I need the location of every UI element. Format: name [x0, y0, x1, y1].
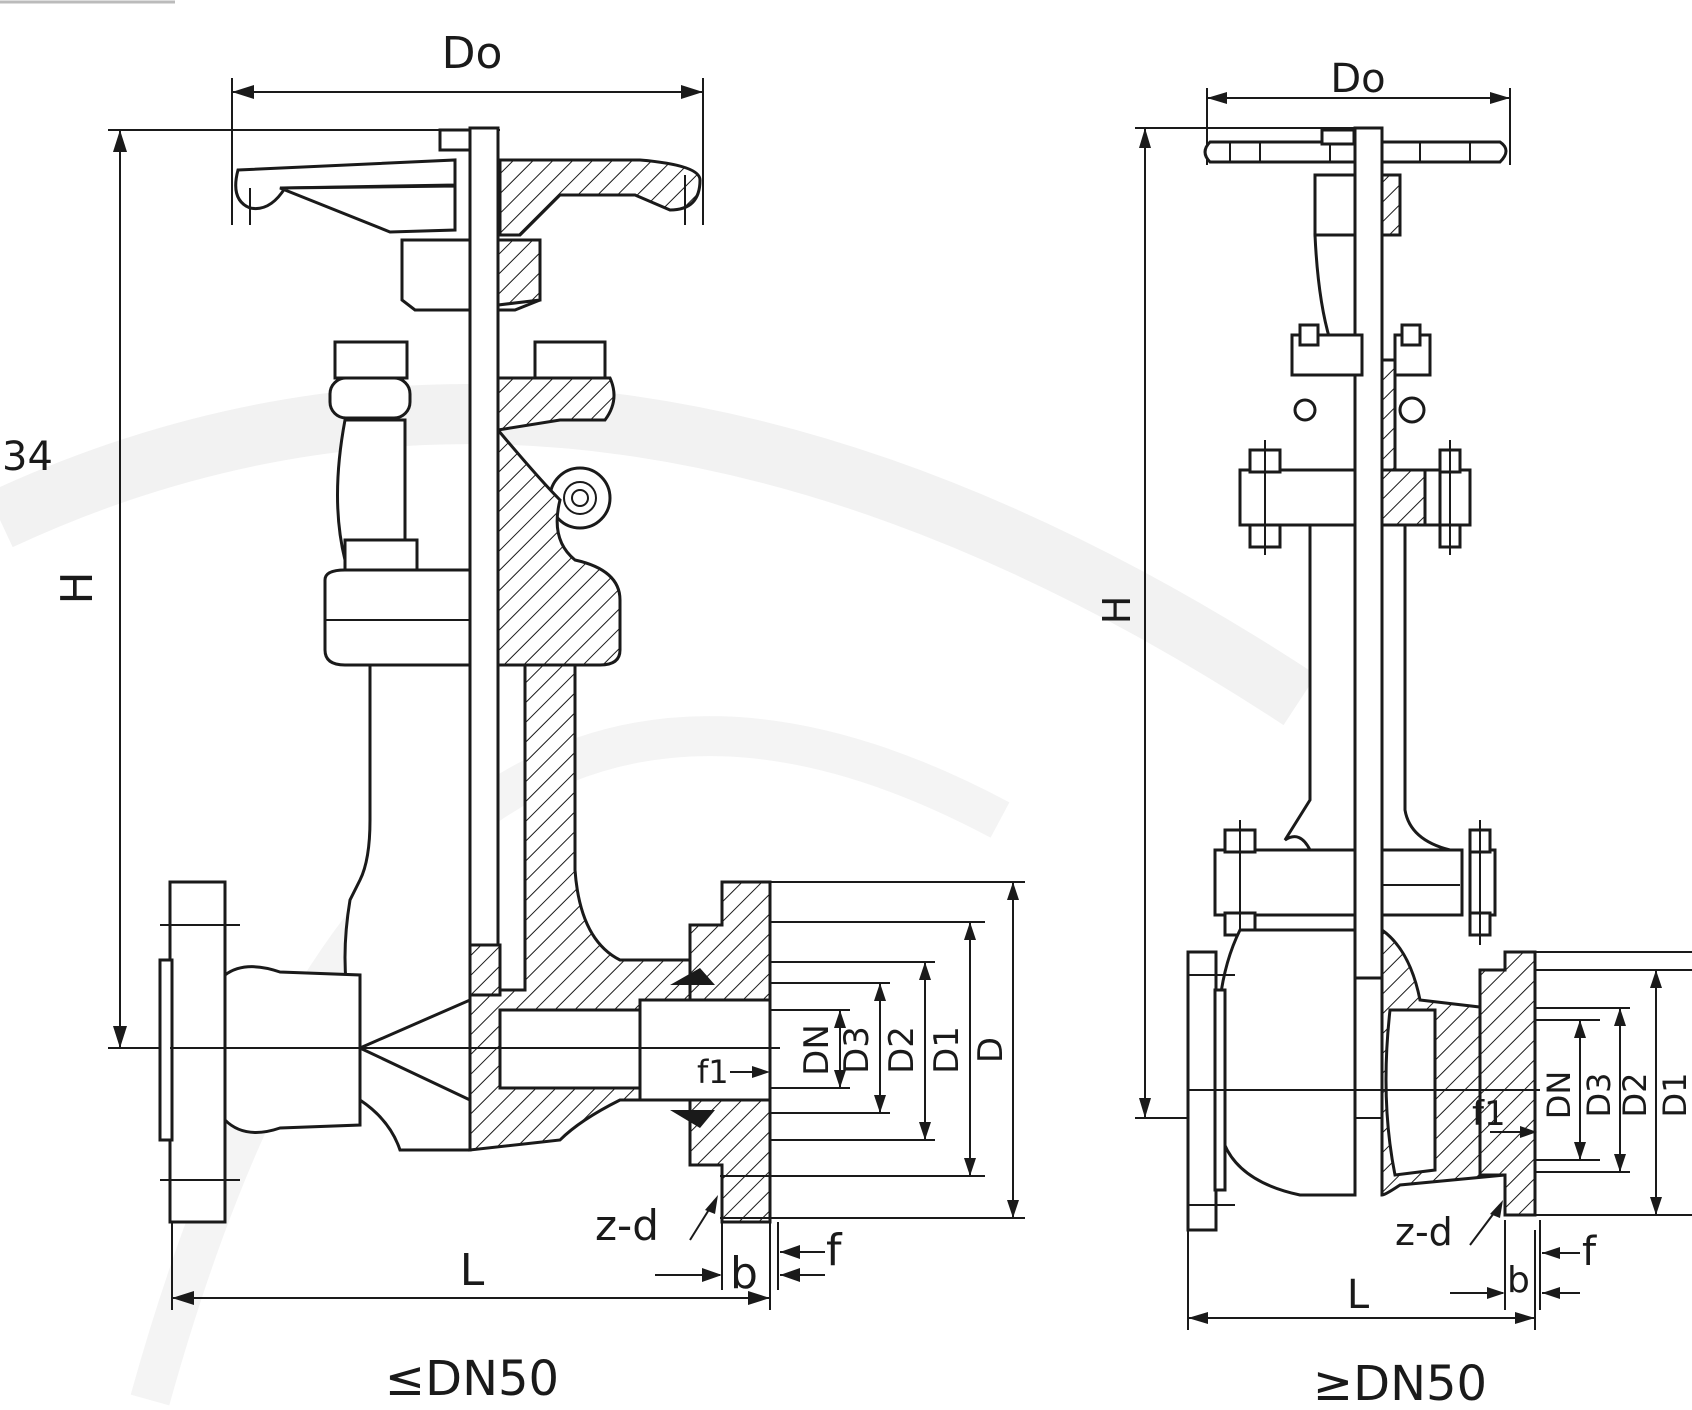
left-d3-label: D3 — [837, 1026, 877, 1074]
right-f-label: f — [1582, 1229, 1597, 1275]
right-caption: ≥DN50 — [1313, 1356, 1487, 1410]
right-f1-dimension: f1 — [1472, 1094, 1537, 1138]
edge-fragment-text: 34 — [2, 434, 53, 480]
left-do-dimension: Do — [231, 28, 704, 225]
left-handwheel — [234, 128, 702, 237]
right-b-label: b — [1507, 1260, 1530, 1301]
right-body-flange — [1213, 820, 1497, 945]
left-b-label: b — [730, 1248, 758, 1299]
left-h-label: H — [52, 571, 103, 604]
left-d1-label: D1 — [927, 1026, 967, 1074]
left-outlet-flange — [498, 880, 772, 1224]
right-yoke — [1290, 233, 1432, 472]
left-f1-label: f1 — [697, 1053, 729, 1091]
right-zd-label: z-d — [1395, 1210, 1453, 1254]
right-d1-label: D1 — [1656, 1073, 1692, 1118]
right-d3-label: D3 — [1580, 1073, 1618, 1118]
left-d2-label: D2 — [882, 1026, 922, 1074]
left-wedge — [356, 997, 472, 1103]
right-l-dimension: L — [1187, 1230, 1536, 1330]
left-valve-view: Do H — [52, 28, 1025, 1407]
right-l-label: L — [1347, 1272, 1370, 1318]
right-diameter-dimensions: DN D3 D2 D1 — [1535, 951, 1692, 1216]
left-yoke-bolts — [328, 340, 616, 572]
left-bf-dimensions: b f — [655, 1222, 843, 1299]
right-yoke-nut — [1313, 173, 1402, 237]
left-zd-callout: z-d — [595, 1195, 718, 1250]
right-valve-view: Do H — [1095, 56, 1692, 1410]
right-zd-callout: z-d — [1395, 1200, 1503, 1254]
left-do-label: Do — [442, 28, 503, 79]
right-bonnet-flange — [1238, 440, 1472, 555]
left-l-dimension: L — [171, 1222, 771, 1310]
left-inlet-flange — [158, 880, 362, 1224]
left-f1-dimension: f1 — [697, 1053, 770, 1091]
right-body-casing — [1218, 927, 1507, 1197]
left-diameter-dimensions: DN D3 D2 D1 D — [720, 881, 1025, 1219]
left-f-label: f — [826, 1225, 843, 1276]
right-dn-label: DN — [1540, 1071, 1578, 1120]
left-stem — [468, 126, 500, 970]
left-caption: ≤DN50 — [385, 1351, 559, 1407]
right-f1-label: f1 — [1472, 1094, 1506, 1134]
right-do-dimension: Do — [1206, 56, 1511, 165]
left-bonnet — [323, 425, 622, 667]
right-outlet-flange — [1478, 950, 1537, 1217]
left-dn-label: DN — [797, 1024, 837, 1076]
right-d2-label: D2 — [1616, 1073, 1654, 1118]
left-l-label: L — [460, 1245, 485, 1296]
left-zd-label: z-d — [595, 1201, 659, 1250]
right-do-label: Do — [1330, 56, 1385, 102]
right-h-label: H — [1095, 596, 1139, 625]
left-d-label: D — [971, 1037, 1011, 1063]
right-stem — [1353, 126, 1384, 980]
right-bf-dimensions: b f — [1450, 1220, 1597, 1310]
